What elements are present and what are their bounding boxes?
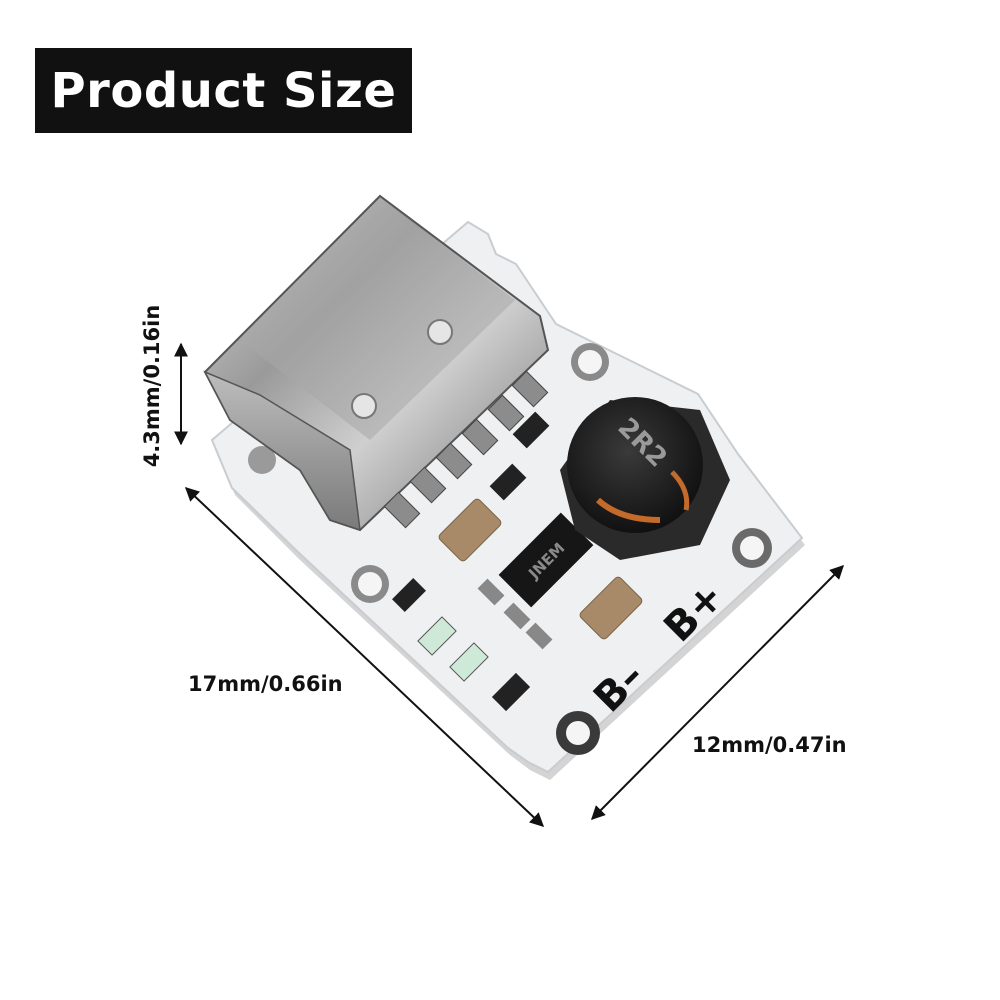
usb-c-connector [203, 194, 550, 532]
height-dimension-label: 4.3mm/0.16in [140, 304, 164, 468]
length-arrow [184, 487, 545, 827]
length-dimension-label: 17mm/0.66in [188, 672, 343, 696]
title-text: Product Size [50, 62, 397, 119]
width-dimension-label: 12mm/0.47in [692, 733, 847, 757]
inductor: 2R2 [560, 397, 730, 560]
width-arrow [591, 565, 844, 820]
title-banner: Product Size [35, 48, 412, 133]
